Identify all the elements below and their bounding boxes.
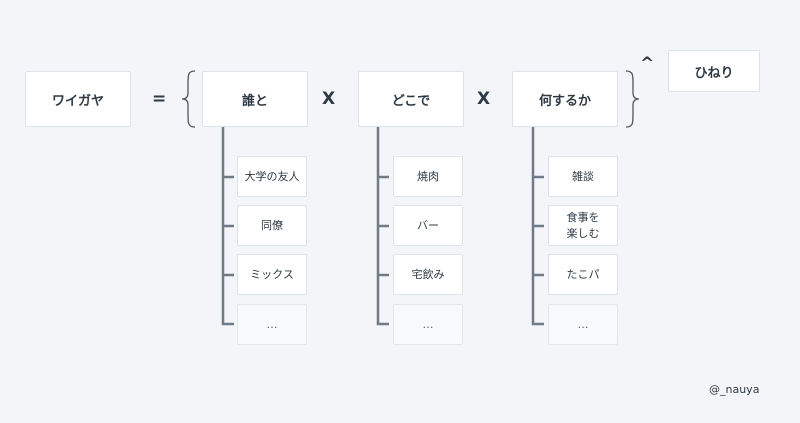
who-option-label: 同僚 xyxy=(261,218,283,232)
twist-label: ひねり xyxy=(694,65,734,81)
where-tree-connector xyxy=(376,127,389,326)
times-operator-2: X xyxy=(477,89,491,109)
where-label: どこで xyxy=(391,93,431,109)
who-option-more: … xyxy=(237,304,307,345)
who-tree-connector xyxy=(221,127,234,326)
author-credit: @_nauya xyxy=(709,383,760,396)
what-option-label: 雑談 xyxy=(572,169,594,183)
where-option-label: 焼肉 xyxy=(417,169,439,183)
who-label: 誰と xyxy=(241,93,268,109)
where-option-label: 宅飲み xyxy=(411,267,445,281)
who-option: 大学の友人 xyxy=(237,156,307,197)
what-box: 何するか xyxy=(512,71,618,127)
where-option: 宅飲み xyxy=(393,254,463,295)
who-option: 同僚 xyxy=(237,205,307,246)
what-option-label: たこパ xyxy=(566,267,600,281)
what-option: 雑談 xyxy=(548,156,618,197)
what-option: たこパ xyxy=(548,254,618,295)
twist-box: ひねり xyxy=(668,50,760,92)
who-option-label: ミックス xyxy=(250,267,294,281)
what-option-label: … xyxy=(577,317,589,331)
where-option: バー xyxy=(393,205,463,246)
what-label: 何するか xyxy=(538,93,591,109)
who-option: ミックス xyxy=(237,254,307,295)
who-option-label: … xyxy=(266,317,278,331)
equals-operator: = xyxy=(152,89,167,109)
who-box: 誰と xyxy=(202,71,308,127)
where-option: 焼肉 xyxy=(393,156,463,197)
waigaya-box: ワイガヤ xyxy=(25,71,131,127)
right-brace xyxy=(625,70,640,128)
left-brace xyxy=(181,70,196,128)
where-box: どこで xyxy=(358,71,464,127)
what-option-more: … xyxy=(548,304,618,345)
where-option-label: バー xyxy=(417,218,439,232)
what-option: 食事を 楽しむ xyxy=(548,205,618,246)
who-option-label: 大学の友人 xyxy=(244,169,300,183)
what-tree-connector xyxy=(531,127,544,326)
times-operator-1: X xyxy=(322,89,336,109)
what-option-label: 食事を 楽しむ xyxy=(566,210,600,240)
power-operator: ^ xyxy=(640,54,655,74)
waigaya-label: ワイガヤ xyxy=(51,93,104,109)
where-option-label: … xyxy=(422,317,434,331)
where-option-more: … xyxy=(393,304,463,345)
